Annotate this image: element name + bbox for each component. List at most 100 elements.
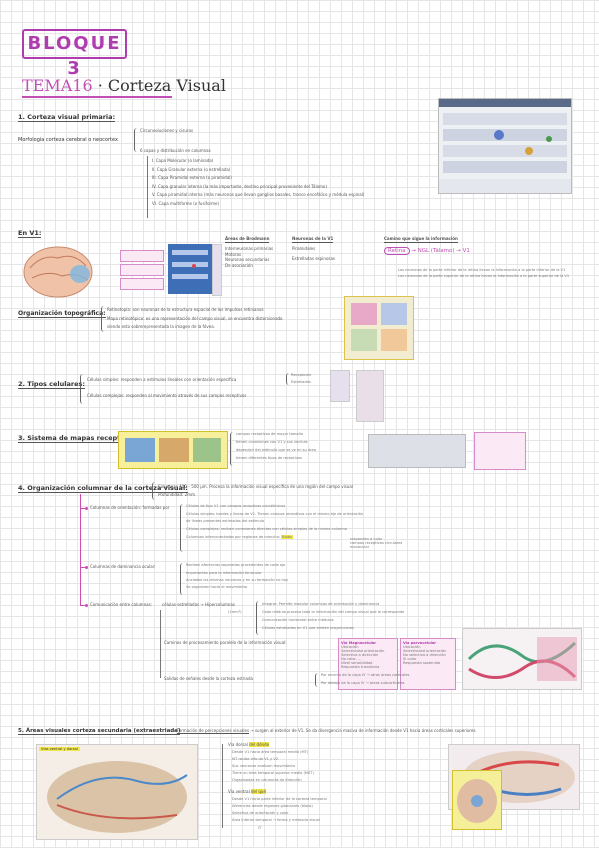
bloque-title: BLOQUE 3 xyxy=(22,29,127,79)
ventral-item: MT recibe info de V1 y V2 xyxy=(232,757,279,761)
morph-a: Circunvoluciones y cisuras xyxy=(140,128,194,133)
morph-b: 6 capas y distribución en columnas xyxy=(140,148,211,153)
s3-item: tienen conexiones con V1 y sus vecinas xyxy=(236,440,308,444)
section5-title: 5. Áreas visuales corteza secundaria (ex… xyxy=(18,728,181,735)
parvo-head: Vía parvocelular xyxy=(403,641,437,645)
brace xyxy=(315,673,320,687)
paths-label: Caminos de procesamiento paralelo de la … xyxy=(164,640,287,645)
visual-path: Retina → NGL (Tálamo) → V1 xyxy=(384,247,470,255)
blob-note: campos receptivos circulares xyxy=(350,541,403,545)
bullet-dot xyxy=(85,566,88,569)
v1-title: En V1: xyxy=(18,229,42,238)
s2-a: Células simples: responden a estímulos l… xyxy=(87,377,237,382)
blob-note: responden a color xyxy=(350,537,383,541)
morphology-label: Morfología corteza cerebral o neocortex xyxy=(18,137,118,143)
dorsal-item: Área inferior temporal → forma y memoria… xyxy=(232,818,320,822)
oc-list: Células de tipo V1 con campos receptivos… xyxy=(186,504,363,543)
layer-item: IV. Capa granular interna (la más import… xyxy=(152,183,327,189)
dorsal-item: Desde V1 hacia parte inferior de la cort… xyxy=(232,797,327,801)
out-item: Por debajo de la capa IV → áreas subcort… xyxy=(321,681,405,685)
com-item: Cada módulo procesa toda la información … xyxy=(262,610,405,614)
com-item: Integrar: Permite modular columnas de or… xyxy=(262,602,380,606)
ventral-dorsal-figure: Vías ventral y dorsal xyxy=(36,744,198,840)
ventral-list: Desde V1 hacia área temporal media (MT) … xyxy=(232,750,314,785)
section1-title: 1. Corteza visual primaria: xyxy=(18,113,116,122)
od-list: Reciben aferencias separadas procedentes… xyxy=(186,563,288,592)
cortex-layers-diagram xyxy=(439,99,571,193)
oc-item: de líneas presentes estimadas del estímu… xyxy=(186,519,265,523)
layer-item: I. Capa Molecular (o laminada) xyxy=(152,158,214,163)
s3-item: campos receptivos de mayor tamaño xyxy=(236,432,304,436)
tema-name: · Corteza Visual xyxy=(97,76,226,95)
arrow-icon: → xyxy=(411,248,418,254)
cell-image xyxy=(330,370,350,402)
org-b: Mapa retinotópico: es una representación… xyxy=(107,316,283,321)
v1-slice-edge xyxy=(212,244,222,296)
arrow-icon: → xyxy=(456,248,463,254)
brain-pathways-diagram xyxy=(47,761,188,833)
dorsal-item: Aferencias desde regiones globulares (bl… xyxy=(232,804,313,808)
cell-image xyxy=(356,370,384,422)
tema-number: TEMA16 xyxy=(22,76,93,95)
s2-tag: Estrelladas xyxy=(291,380,311,384)
s5-tree-line xyxy=(222,744,223,828)
s2-b: Células complejas: responden al movimien… xyxy=(87,393,247,398)
col1-item: Motoras xyxy=(225,251,242,257)
brace xyxy=(80,374,85,404)
dorsal-list: Desde V1 hacia parte inferior de la cort… xyxy=(232,797,327,825)
oc-item: Células complejas: reciben conexiones di… xyxy=(186,527,347,531)
s3-note-box xyxy=(474,432,526,470)
com-item: Células estrelladas en V1 que emiten pro… xyxy=(262,626,354,630)
out-item: Por encima de la capa IV → otras áreas c… xyxy=(321,673,410,677)
parvo-box: Vía parvocelular Ubicación Selectividad … xyxy=(400,638,456,690)
v1-slice-diagram xyxy=(172,250,208,279)
od-label: Columnas de dominancia ocular: xyxy=(90,564,156,569)
magno-item: Nivel sensibilidad xyxy=(341,661,373,665)
label-box xyxy=(120,264,164,276)
col1-item: Interneuronas primarias xyxy=(225,246,274,251)
col1-item: Neuronas secundarias xyxy=(225,257,270,262)
s4-tree-line xyxy=(80,494,81,606)
s4-depth: Profundidad: 2mm xyxy=(158,492,195,497)
od-item: Se organizan hacia el movimiento xyxy=(186,585,248,589)
s3-image xyxy=(368,434,466,468)
s3-list: campos receptivos de mayor tamaño tienen… xyxy=(236,432,316,464)
v1-col2-list: Piramidales Estrelladas espinosas xyxy=(292,246,335,262)
bullet-dot xyxy=(85,507,88,510)
brace xyxy=(180,563,185,595)
parvo-item: No selectiva a dirección xyxy=(403,653,446,657)
oc-item: Columnas interconectadas por regiones de… xyxy=(186,535,293,539)
layer-list: I. Capa Molecular (o laminada) II. Capa … xyxy=(152,158,364,209)
com-tree-line xyxy=(160,610,161,678)
com-item: Comunicación horizontal entre módulos xyxy=(262,618,334,622)
tree-branch xyxy=(80,567,86,568)
magno-item: Respuesta transitoria xyxy=(341,665,380,669)
tema-title: TEMA16 · Corteza Visual xyxy=(22,76,226,95)
col2-item: Piramidales xyxy=(292,246,316,251)
receptive-map-figure xyxy=(118,431,228,469)
v1-slice-image xyxy=(168,244,212,294)
org-a: Retinotopía: son neuronas de la estructu… xyxy=(107,307,264,312)
parvo-item: Sí color xyxy=(403,657,417,661)
brain-detail-image xyxy=(452,770,502,830)
bullet-dot xyxy=(85,604,88,607)
retina-node: Retina xyxy=(384,247,410,255)
blobs-highlight: Blobs xyxy=(281,535,293,539)
tema-underline xyxy=(22,96,172,98)
brace xyxy=(152,482,157,500)
label-box xyxy=(120,250,164,262)
magno-item: No color, ... xyxy=(341,657,362,661)
magno-box: Vía Magnocelular Ubicación Selectividad … xyxy=(338,638,398,690)
section2-title: 2. Tipos celulares: xyxy=(18,380,85,389)
layer-item: V. Capa piramidal interna (más neuronas … xyxy=(152,192,365,197)
v1-node: V1 xyxy=(462,248,470,254)
v1-col2-head: Neuronas de la V1 xyxy=(292,236,334,243)
v1-col3-head: Camino que sigue la información xyxy=(384,236,458,243)
magno-item: Selectiva a dirección xyxy=(341,653,379,657)
section4-title: 4. Organización columnar de la corteza v… xyxy=(18,484,188,493)
s5-line: → Formación de percepciones visuales → s… xyxy=(172,728,476,734)
pathways-diagram xyxy=(467,637,577,681)
oc-label: Columnas de orientación: formadas por xyxy=(90,505,170,510)
label-box xyxy=(120,278,164,290)
ventral-item: Organizadas en columnas de dirección xyxy=(232,778,302,782)
